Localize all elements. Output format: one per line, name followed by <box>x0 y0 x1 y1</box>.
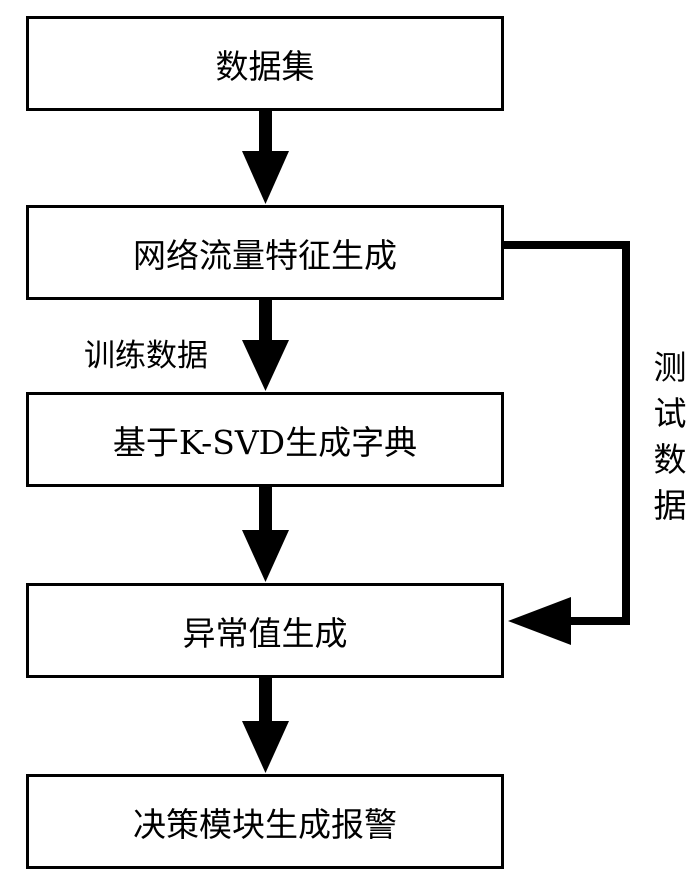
step-dataset-label: 数据集 <box>215 46 315 86</box>
step-anomaly-generation: 异常值生成 <box>26 583 504 678</box>
train-data-label: 训练数据 <box>84 338 208 374</box>
step-decision-alarm: 决策模块生成报警 <box>26 774 504 869</box>
arrow-test-data-path <box>504 241 630 645</box>
arrow-dataset-to-features <box>242 111 289 204</box>
step-dataset: 数据集 <box>26 16 504 111</box>
step-traffic-feature-generation: 网络流量特征生成 <box>26 205 504 300</box>
arrow-dictionary-to-anomaly <box>242 487 289 582</box>
step-decision-alarm-label: 决策模块生成报警 <box>133 804 397 844</box>
step-ksvd-dictionary-label: 基于K-SVD生成字典 <box>112 422 418 462</box>
step-traffic-feature-label: 网络流量特征生成 <box>133 235 397 275</box>
step-anomaly-generation-label: 异常值生成 <box>182 613 348 653</box>
step-ksvd-dictionary: 基于K-SVD生成字典 <box>26 392 504 487</box>
arrow-features-to-dictionary <box>242 300 289 391</box>
arrow-anomaly-to-decision <box>242 678 289 773</box>
test-data-label: 测试数据 <box>653 348 687 525</box>
